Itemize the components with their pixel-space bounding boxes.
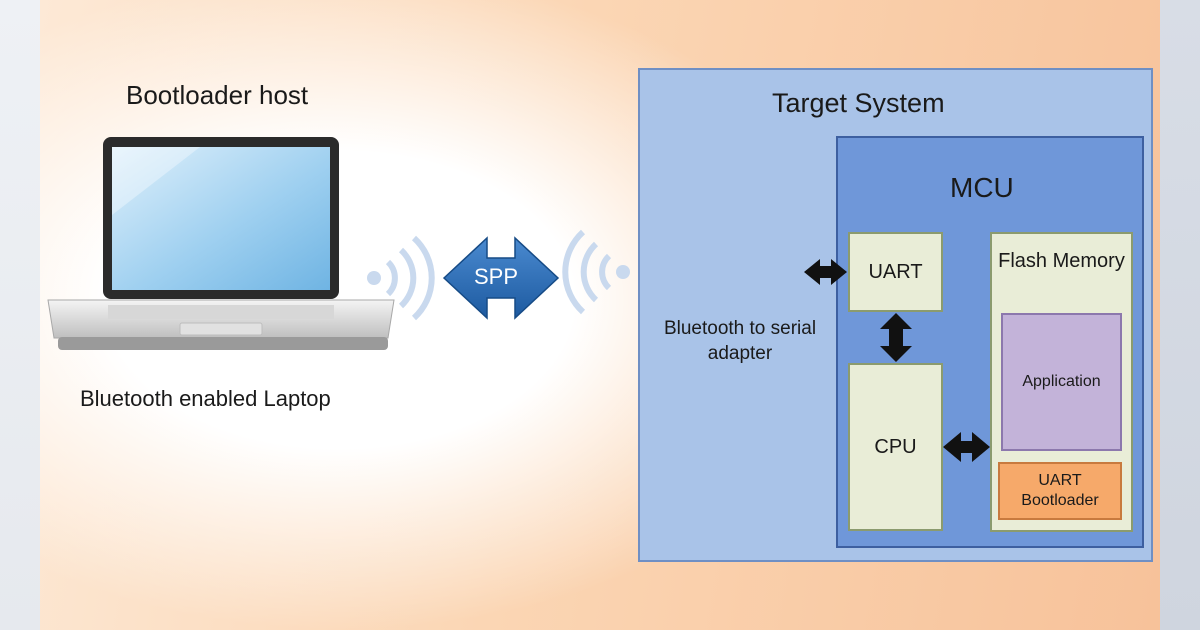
spp-double-arrow (442, 236, 560, 320)
cpu-flash-arrow (943, 432, 990, 462)
flash-memory-label: Flash Memory (998, 250, 1125, 272)
cpu-label: CPU (874, 435, 917, 458)
mcu-title: MCU (950, 172, 1014, 203)
uart-bootloader-label: UART Bootloader (1021, 472, 1099, 509)
uart-label: UART (868, 260, 923, 283)
laptop-icon (47, 137, 395, 350)
left-margin-strip (0, 0, 40, 630)
application-label: Application (1022, 373, 1101, 390)
right-margin-strip (1160, 0, 1200, 630)
wireless-signal-icon-left (367, 235, 435, 321)
adapter-uart-arrow (804, 259, 847, 285)
spp-label: SPP (474, 264, 519, 289)
wireless-signal-icon-right (562, 229, 630, 315)
uart-bootloader-block: UART Bootloader (998, 462, 1122, 520)
uart-cpu-arrow (880, 313, 912, 362)
adapter-caption: Bluetooth to serial adapter (663, 318, 817, 364)
laptop-caption: Bluetooth enabled Laptop (80, 386, 331, 411)
host-title: Bootloader host (126, 80, 309, 110)
application-block: Application (1001, 313, 1122, 451)
uart-block: UART (848, 232, 943, 312)
target-system-title: Target System (772, 88, 945, 118)
cpu-block: CPU (848, 363, 943, 531)
